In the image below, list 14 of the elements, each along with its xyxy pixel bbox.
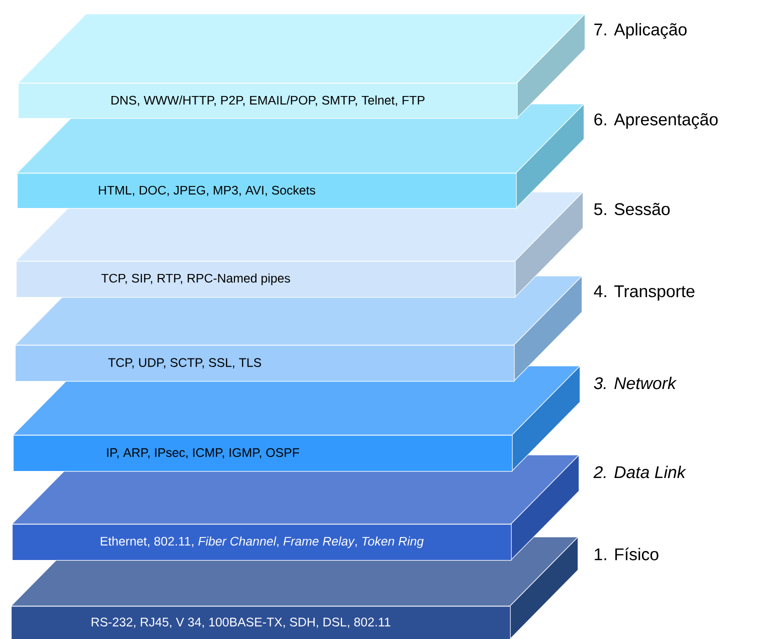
layer-box: TCP, UDP, SCTP, SSL, TLS [15, 345, 515, 382]
layer-box: HTML, DOC, JPEG, MP3, AVI, Sockets [17, 173, 517, 209]
layer-box: IP, ARP, IPsec, ICMP, IGMP, OSPF [13, 435, 513, 472]
layer-label: 7. Aplicação [594, 23, 687, 39]
layer-box: Ethernet, 802.11, Fiber Channel, Frame Relay, Token Ring [12, 524, 512, 561]
layer-label: 3. Network [594, 376, 677, 390]
layer-box: TCP, SIP, RTP, RPC-Named pipes [16, 261, 516, 298]
layer-label: 4. Transporte [594, 285, 694, 301]
layer-label: 6. Apresentação [594, 113, 718, 129]
layer-label: 1. Físico [594, 548, 658, 560]
layer-box: RS-232, RJ45, V 34, 100BASE-TX, SDH, DSL, 802.11 [11, 606, 511, 639]
layer-box: DNS, WWW/HTTP, P2P, EMAIL/POP, SMTP, Telnet, FTP [18, 83, 518, 119]
layer-label: 2. Data Link [593, 466, 686, 478]
layer-label: 5. Sessão [594, 202, 670, 216]
